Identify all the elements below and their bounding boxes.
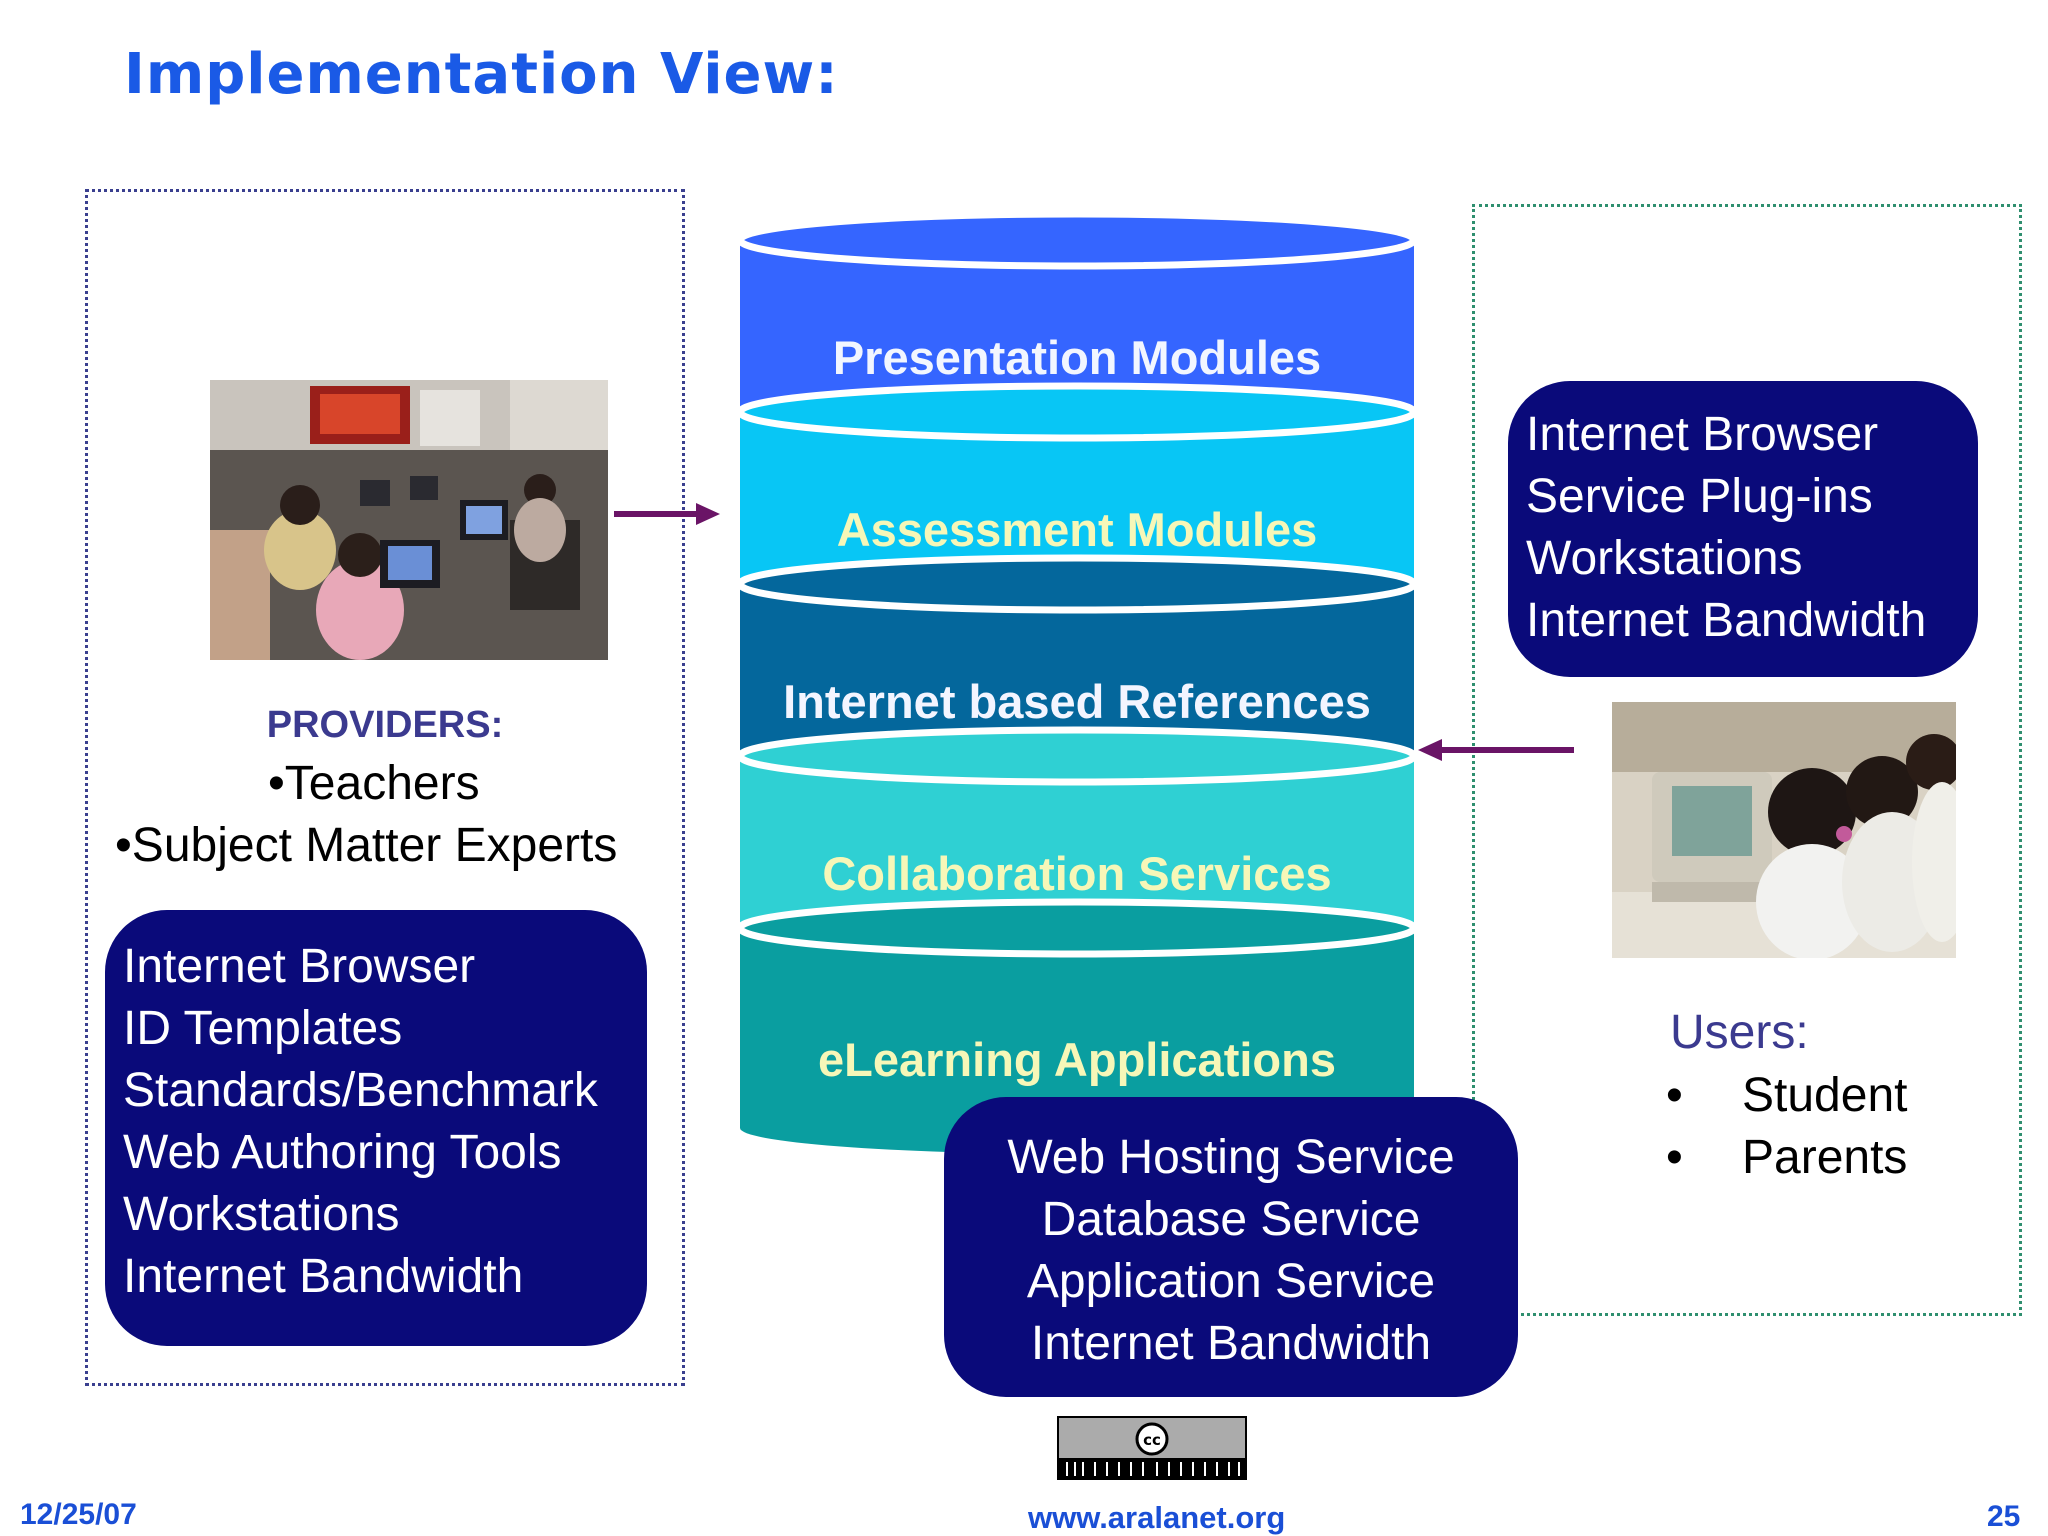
providers-panel: [85, 189, 685, 1386]
requirement-item: Standards/Benchmark: [123, 1064, 598, 1117]
requirement-item: Internet Browser: [1526, 408, 1879, 461]
stack-layer-top: [736, 382, 1418, 442]
stack-layer-top: [736, 898, 1418, 958]
users-panel: [1472, 204, 2022, 1316]
stack-layer-label: eLearning Applications: [818, 1033, 1336, 1086]
provider-item: •Subject Matter Experts: [115, 819, 618, 872]
requirement-item: Workstations: [1526, 532, 1803, 585]
hosting-item: Application Service: [1026, 1255, 1436, 1308]
requirement-item: Internet Browser: [123, 940, 476, 993]
bullet: •: [1666, 1069, 1683, 1122]
hosting-item: Web Hosting Service: [1007, 1131, 1455, 1184]
user-item: • Parents: [1666, 1130, 1907, 1185]
svg-text:cc: cc: [1143, 1431, 1161, 1449]
user-requirements-box: Internet Browser Service Plug-ins Workst…: [1508, 381, 1978, 677]
page-title: Implementation View:: [124, 42, 839, 107]
requirement-item: Service Plug-ins: [1526, 470, 1873, 523]
stack-layer-top: [736, 210, 1418, 270]
stack-layer-body: [740, 584, 1414, 782]
requirement-item: Internet Bandwidth: [1526, 594, 1927, 647]
requirement-item: Internet Bandwidth: [123, 1250, 524, 1303]
cc-badge-icon: cc: [1057, 1416, 1247, 1480]
hosting-requirements-box: Web Hosting Service Database Service App…: [944, 1097, 1518, 1397]
providers-classroom-photo: [210, 380, 608, 660]
stack-layer-body: [740, 412, 1414, 610]
page-number: 25: [1987, 1500, 2021, 1533]
user-item-label: Parents: [1742, 1131, 1908, 1184]
requirement-item: Workstations: [123, 1188, 400, 1241]
requirement-item: Web Authoring Tools: [123, 1126, 562, 1179]
hosting-item: Database Service: [1041, 1193, 1421, 1246]
arrow-right-icon: [614, 503, 720, 525]
bullet: •: [1666, 1131, 1683, 1184]
footer-website-link[interactable]: www.aralanet.org: [1028, 1500, 1286, 1535]
user-item-label: Student: [1742, 1069, 1908, 1122]
stack-layer-label: Collaboration Services: [822, 847, 1331, 900]
provider-requirements-box: Internet Browser ID Templates Standards/…: [105, 910, 647, 1346]
requirement-item: ID Templates: [123, 1002, 403, 1055]
stack-layer-top: [736, 726, 1418, 786]
hosting-item: Internet Bandwidth: [1030, 1317, 1432, 1370]
stack-layer-label: Assessment Modules: [837, 503, 1318, 556]
stack-layer-body: [740, 240, 1414, 438]
arrow-left-icon: [1418, 739, 1574, 761]
provider-item: •Teachers: [268, 757, 480, 810]
stack-layer-label: Presentation Modules: [833, 331, 1321, 384]
providers-heading: PROVIDERS:: [266, 704, 504, 746]
stack-layer-body: [740, 756, 1414, 954]
users-heading: Users:: [1670, 1006, 1809, 1059]
users-students-photo: [1612, 702, 1956, 958]
stack-layer-label: Internet based References: [783, 675, 1371, 728]
stack-layer-top: [736, 554, 1418, 614]
user-item: • Student: [1666, 1068, 1907, 1123]
footer-date: 12/25/07: [20, 1498, 137, 1531]
